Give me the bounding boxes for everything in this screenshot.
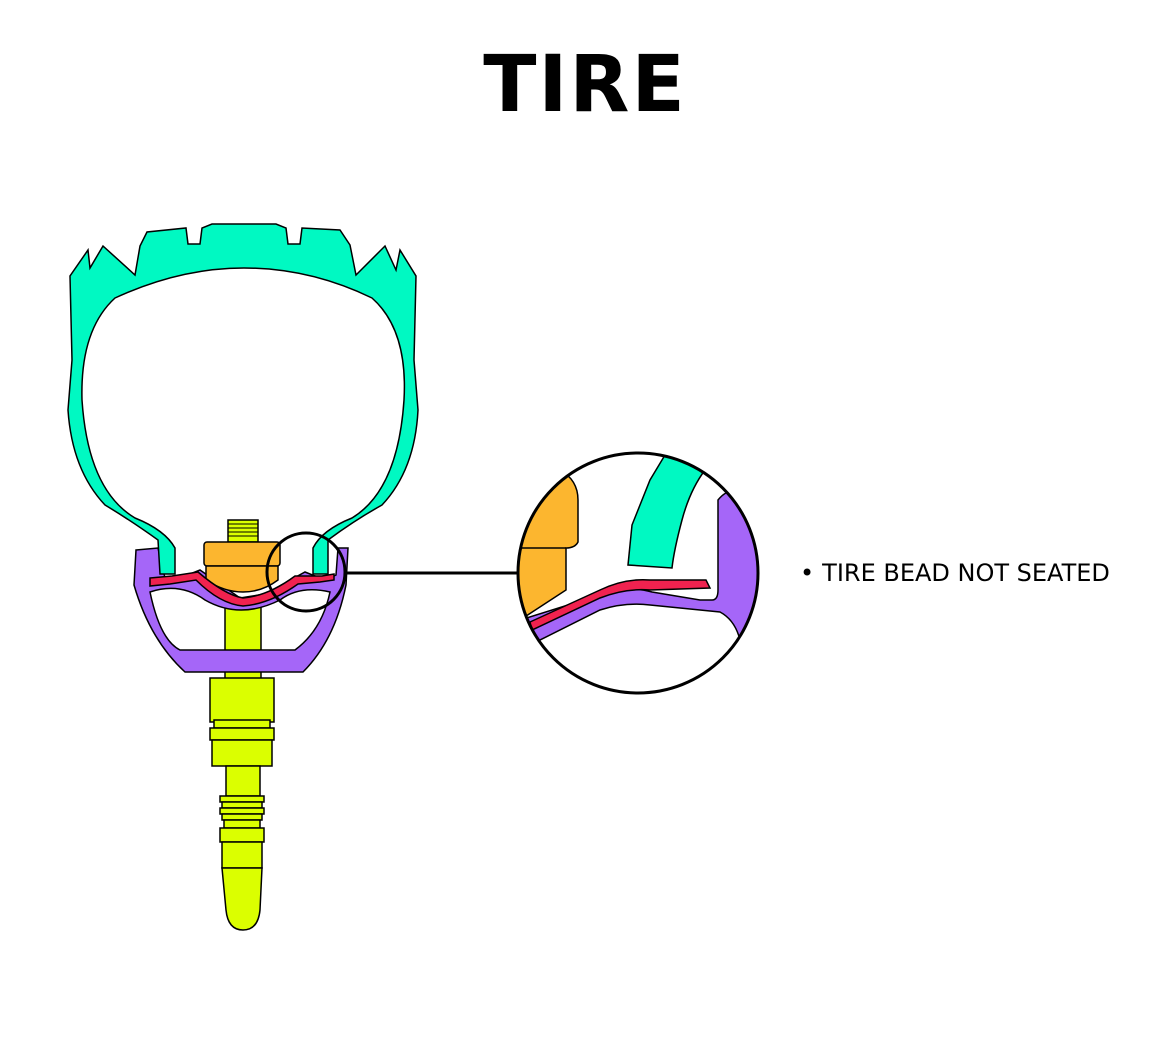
tire — [67, 223, 419, 575]
zoom-detail — [516, 451, 760, 695]
valve-cap — [221, 867, 263, 931]
valve-threaded-tip — [227, 519, 259, 543]
valve-lower-shaft — [225, 765, 261, 797]
rim-tape — [149, 571, 335, 607]
valve-nut — [203, 519, 281, 593]
valve-core-housing — [219, 827, 265, 843]
page-title: TIRE — [483, 40, 687, 130]
bullet: • — [800, 559, 815, 587]
callout-label: •TIRE BEAD NOT SEATED — [800, 559, 1110, 587]
valve-lock-nut — [209, 677, 275, 723]
valve-stem — [209, 599, 275, 931]
callout-text: TIRE BEAD NOT SEATED — [822, 559, 1110, 587]
